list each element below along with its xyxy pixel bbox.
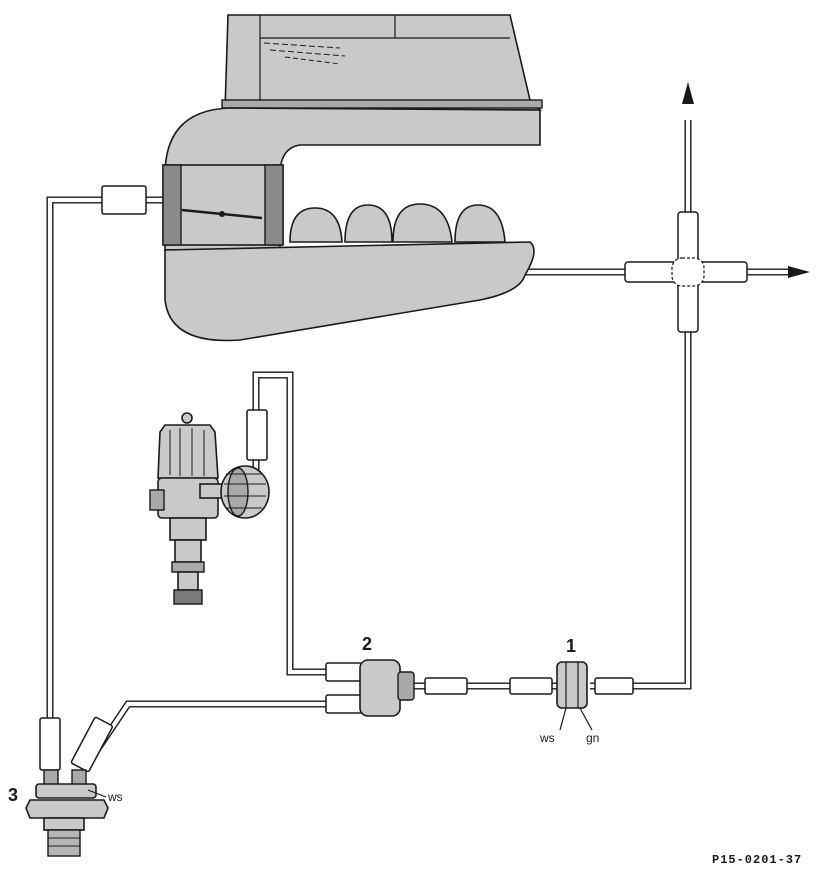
ignition-distributor — [149, 409, 270, 605]
cross-fitting — [624, 211, 748, 333]
label-item-3: 3 — [8, 785, 18, 805]
label-item-2: 2 — [362, 634, 372, 654]
label-wire-ws-switch-3: ws — [107, 790, 123, 804]
figure-reference: P15-0201-37 — [712, 853, 802, 867]
label-item-1: 1 — [566, 636, 576, 656]
flow-arrows — [682, 82, 810, 278]
arrow-right-icon — [788, 266, 810, 278]
valve-1 — [556, 661, 634, 731]
switch-3 — [25, 716, 113, 857]
intake-assembly — [101, 14, 543, 342]
arrow-up-icon — [682, 82, 694, 104]
valve-2 — [325, 659, 553, 717]
label-wire-ws-valve-1: ws — [539, 731, 555, 745]
label-wire-gn-valve-1: gn — [586, 731, 599, 745]
